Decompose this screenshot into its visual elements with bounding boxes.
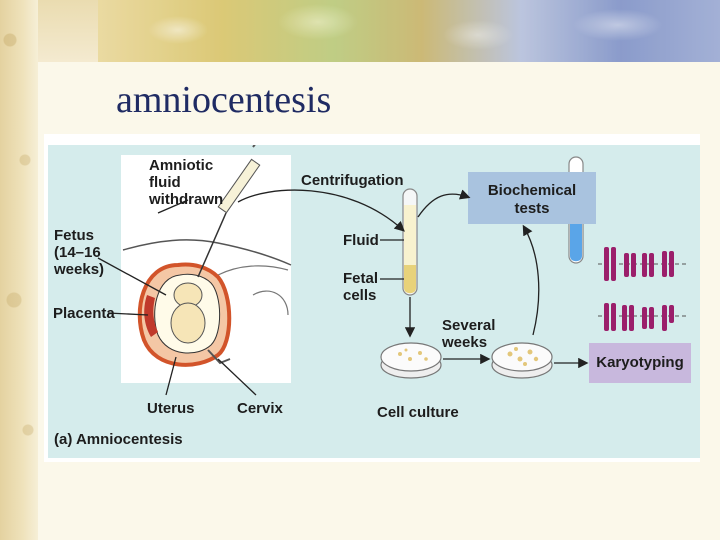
biochemical-box [468,172,596,224]
petri-dish-icon [491,342,553,379]
decorative-banner [98,0,720,62]
slide-title: amniocentesis [116,79,332,121]
chromosome-icon [598,247,688,331]
karyotyping-label: Karyotyping [596,354,684,371]
parchment-border [0,0,38,540]
several-weeks-label: Several weeks [442,317,496,351]
fetal-cells-label: Fetal cells [343,270,379,304]
placenta [144,295,158,337]
cell-culture-label: Cell culture [377,404,459,421]
figure-caption: (a) Amniocentesis [54,431,183,448]
fetus-body [170,302,206,344]
spine-outline [252,290,289,316]
arrows [97,189,589,396]
diagram-graphics [97,145,691,396]
parchment-corner [38,0,98,62]
amniotic-fluid-label: Amniotic fluid withdrawn [149,157,224,208]
cervix-shape [207,349,231,365]
placenta-label: Placenta [53,305,115,322]
uterus-label: Uterus [147,400,195,417]
abdomen-outline [122,239,292,266]
cervix-label: Cervix [237,400,283,417]
centrifugation-label: Centrifugation [301,172,404,189]
petri-dish-icon [380,342,442,379]
amniocentesis-diagram: Amniotic fluid withdrawn Fetus (14–16 we… [48,145,700,458]
karyotyping-box [589,343,691,383]
syringe-icon [197,145,261,278]
fetus-label: Fetus (14–16 weeks) [54,227,105,278]
test-tube-icon [402,188,418,296]
biochemical-tests-label: Biochemical tests [487,182,577,217]
bladder-outline [217,265,289,276]
fluid-label: Fluid [343,232,379,249]
